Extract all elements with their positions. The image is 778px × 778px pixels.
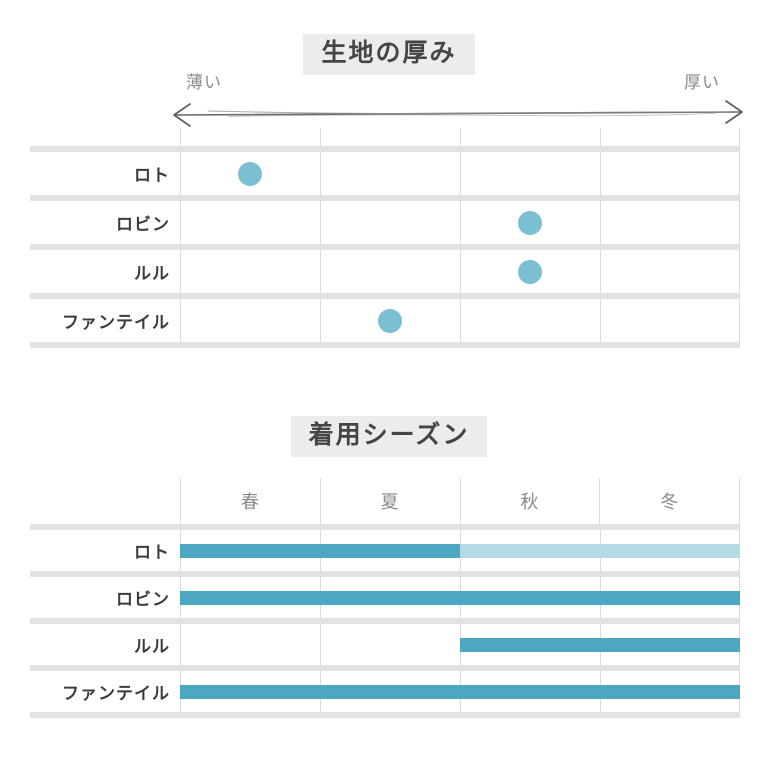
column-header-spring: 春 xyxy=(180,478,320,524)
season-bar-full xyxy=(180,590,740,605)
column-header-autumn: 秋 xyxy=(459,478,600,524)
row-label-fantail: ファンテイル xyxy=(62,313,170,332)
table-row[interactable]: ファンテイル xyxy=(30,671,740,712)
gridline xyxy=(739,128,740,346)
season-column-headers: 春 夏 秋 冬 xyxy=(30,478,740,524)
table-row[interactable]: ロト xyxy=(30,152,740,195)
row-label-fantail: ファンテイル xyxy=(62,684,170,703)
season-bar-full xyxy=(180,684,740,699)
thickness-rows: ロト ロビン ルル ファンテイル xyxy=(30,146,740,348)
row-separator xyxy=(30,712,740,718)
gridline xyxy=(320,128,321,346)
gridline xyxy=(180,128,181,346)
thickness-dot xyxy=(518,210,542,235)
season-bar-full xyxy=(460,637,740,652)
season-title-wrap: 着用シーズン xyxy=(0,416,778,457)
row-separator xyxy=(30,195,740,201)
row-cells xyxy=(180,671,740,712)
double-arrow-icon xyxy=(173,100,743,127)
thickness-title-wrap: 生地の厚み xyxy=(0,34,778,75)
season-header-cols: 春 夏 秋 冬 xyxy=(180,478,740,524)
row-separator xyxy=(30,293,740,299)
thickness-axis-arrow xyxy=(168,98,748,130)
row-label-roto: ロト xyxy=(134,166,170,185)
column-header-winter: 冬 xyxy=(599,478,740,524)
row-cells xyxy=(180,201,740,244)
row-cells xyxy=(180,530,740,571)
row-separator xyxy=(30,524,740,530)
thickness-chart-title: 生地の厚み xyxy=(303,34,475,75)
thickness-dot xyxy=(378,308,402,333)
table-row[interactable]: ロビン xyxy=(30,577,740,618)
row-label-robin: ロビン xyxy=(116,590,170,609)
thickness-axis-right-label: 厚い xyxy=(684,73,720,92)
row-cells xyxy=(180,299,740,342)
thickness-dot xyxy=(238,161,262,186)
row-separator xyxy=(30,665,740,671)
table-row[interactable]: ルル xyxy=(30,250,740,293)
row-label-robin: ロビン xyxy=(116,215,170,234)
gridline xyxy=(600,128,601,346)
row-label-lulu: ルル xyxy=(134,637,170,656)
table-row[interactable]: ファンテイル xyxy=(30,299,740,342)
row-label-lulu: ルル xyxy=(134,264,170,283)
row-separator xyxy=(30,571,740,577)
season-rows: ロト ロビン ルル xyxy=(30,524,740,718)
row-cells xyxy=(180,250,740,293)
row-cells xyxy=(180,624,740,665)
row-cells xyxy=(180,152,740,195)
row-separator xyxy=(30,244,740,250)
fabric-thickness-chart: 生地の厚み 薄い 厚い ロト xyxy=(0,0,778,360)
row-separator xyxy=(30,146,740,152)
gridline xyxy=(460,128,461,346)
table-row[interactable]: ロト xyxy=(30,530,740,571)
column-header-summer: 夏 xyxy=(319,478,460,524)
season-bar-full xyxy=(180,543,460,558)
season-chart-title: 着用シーズン xyxy=(290,416,488,457)
table-row[interactable]: ルル xyxy=(30,624,740,665)
wearing-season-chart: 着用シーズン 春 夏 秋 冬 ロト xyxy=(0,400,778,778)
thickness-axis-left-label: 薄い xyxy=(186,73,222,92)
season-bar-partial xyxy=(460,543,740,558)
thickness-gridlines xyxy=(180,128,740,346)
row-separator xyxy=(30,342,740,348)
thickness-dot xyxy=(518,259,542,284)
row-label-roto: ロト xyxy=(134,543,170,562)
row-cells xyxy=(180,577,740,618)
row-separator xyxy=(30,618,740,624)
table-row[interactable]: ロビン xyxy=(30,201,740,244)
